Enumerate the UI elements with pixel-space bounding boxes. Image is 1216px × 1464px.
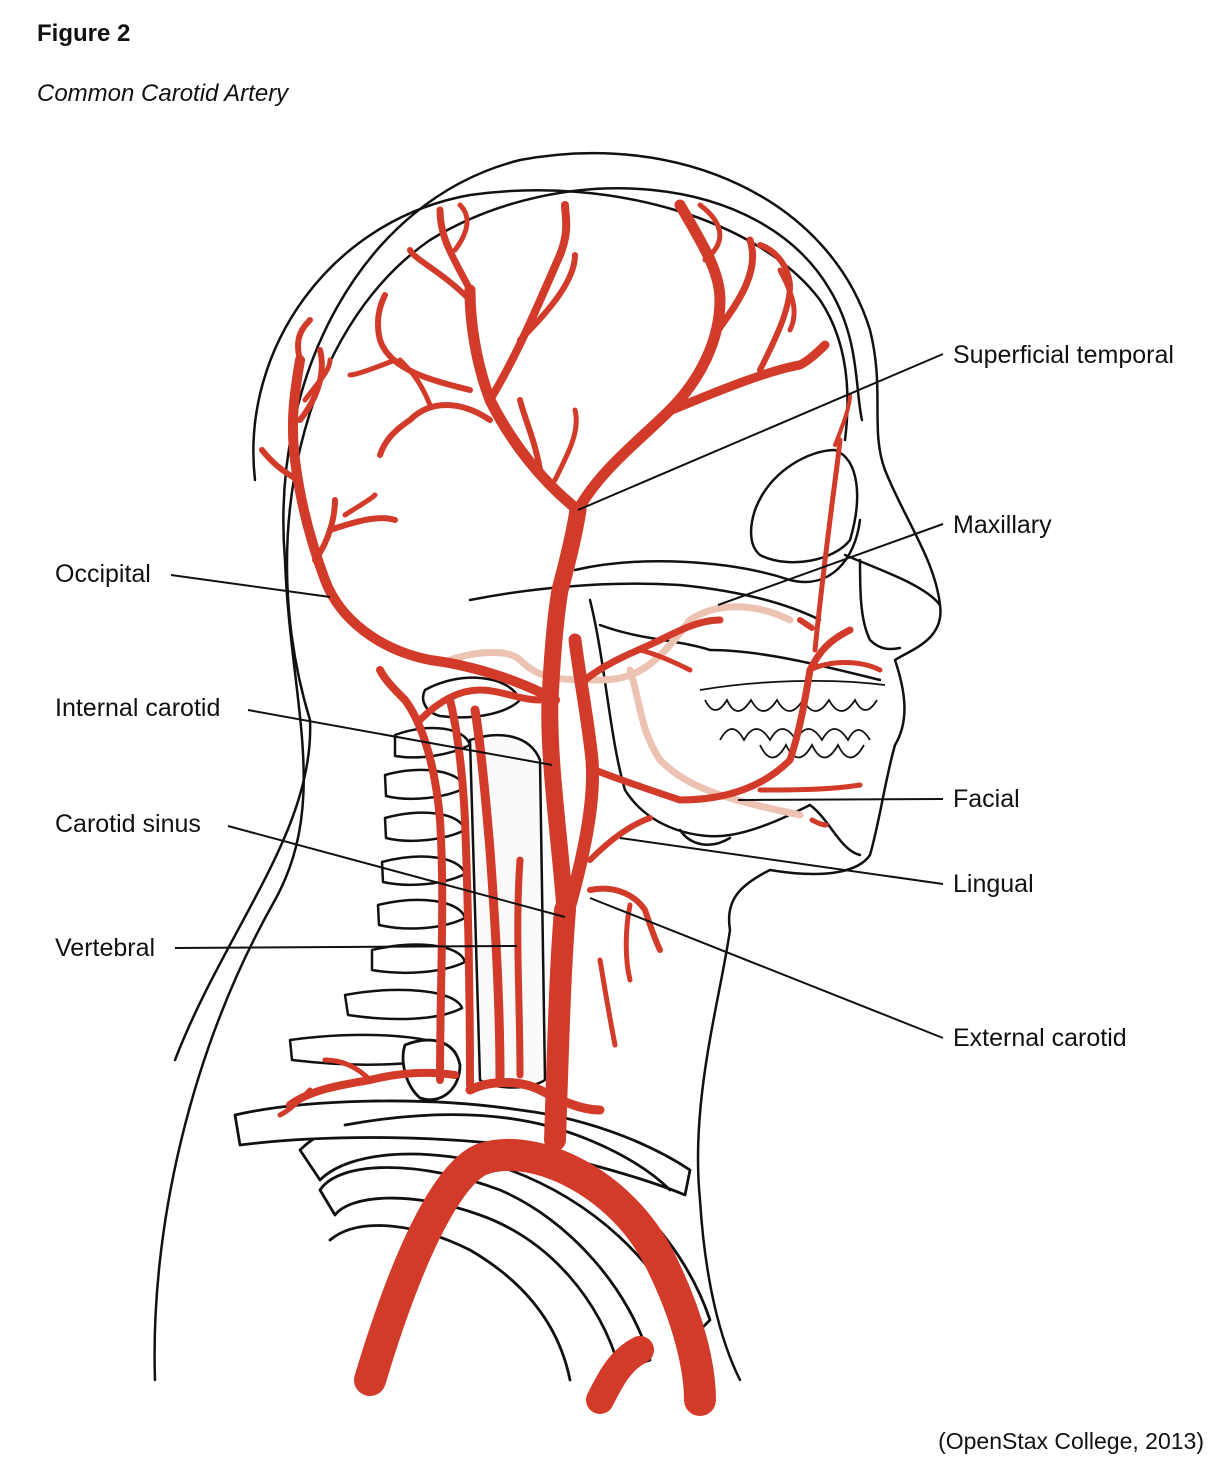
label-maxillary: Maxillary [953, 510, 1052, 540]
label-facial: Facial [953, 784, 1020, 814]
label-occipital: Occipital [55, 559, 151, 589]
leader-external-carotid [590, 898, 943, 1038]
leader-occipital [171, 575, 330, 597]
vertebra-process-2 [385, 770, 465, 799]
leader-lingual [620, 838, 943, 884]
facial-small-1 [800, 620, 812, 628]
vertebra-process-5 [378, 900, 465, 929]
parietal-branch-low [380, 405, 490, 455]
occipital-branch-6 [345, 495, 375, 515]
vertebra-process-3 [385, 813, 465, 841]
temporal-branch-front-3 [760, 245, 790, 370]
parietal-branch-low-4 [350, 360, 395, 375]
parietal-branch-mid-2 [555, 410, 576, 480]
thyroid-branch [626, 905, 630, 980]
nose-bridge [860, 560, 900, 649]
parietal-branch-left-3 [455, 205, 467, 250]
label-vertebral: Vertebral [55, 933, 155, 963]
internal-carotid-artery [550, 510, 578, 910]
cheekbone [575, 520, 860, 582]
descending-aorta [600, 1350, 640, 1400]
label-internal-carotid: Internal carotid [55, 693, 220, 723]
chin [810, 805, 860, 855]
leader-facial [738, 799, 943, 800]
occipital-branch-1 [298, 320, 310, 360]
facial-branch-up [815, 440, 840, 650]
label-superficial-temporal: Superficial temporal [953, 340, 1174, 370]
label-carotid-sinus: Carotid sinus [55, 809, 201, 839]
vertebral-artery-2 [450, 700, 470, 1085]
facial-lower [760, 785, 860, 790]
occipital-branch-5 [330, 518, 395, 530]
nerve-upper [450, 607, 790, 680]
skull-outline [253, 190, 847, 480]
lower-teeth-row [760, 745, 864, 758]
label-lingual: Lingual [953, 869, 1034, 899]
orbit [751, 450, 857, 562]
arteries [262, 205, 880, 1400]
thyroid-branch-2 [600, 960, 615, 1045]
facial-upper [810, 663, 880, 671]
upper-teeth-gum [700, 681, 885, 690]
upper-teeth [705, 700, 877, 711]
maxillary-artery [585, 620, 720, 680]
superficial-temporal-artery [578, 205, 720, 510]
parietal-branch-low-3 [378, 295, 470, 390]
vertebra-process-6 [372, 945, 465, 973]
ascending-cervical [518, 860, 520, 1075]
label-external-carotid: External carotid [953, 1023, 1127, 1053]
cervical-spine [290, 678, 545, 1088]
figure-credit: (OpenStax College, 2013) [938, 1428, 1204, 1455]
